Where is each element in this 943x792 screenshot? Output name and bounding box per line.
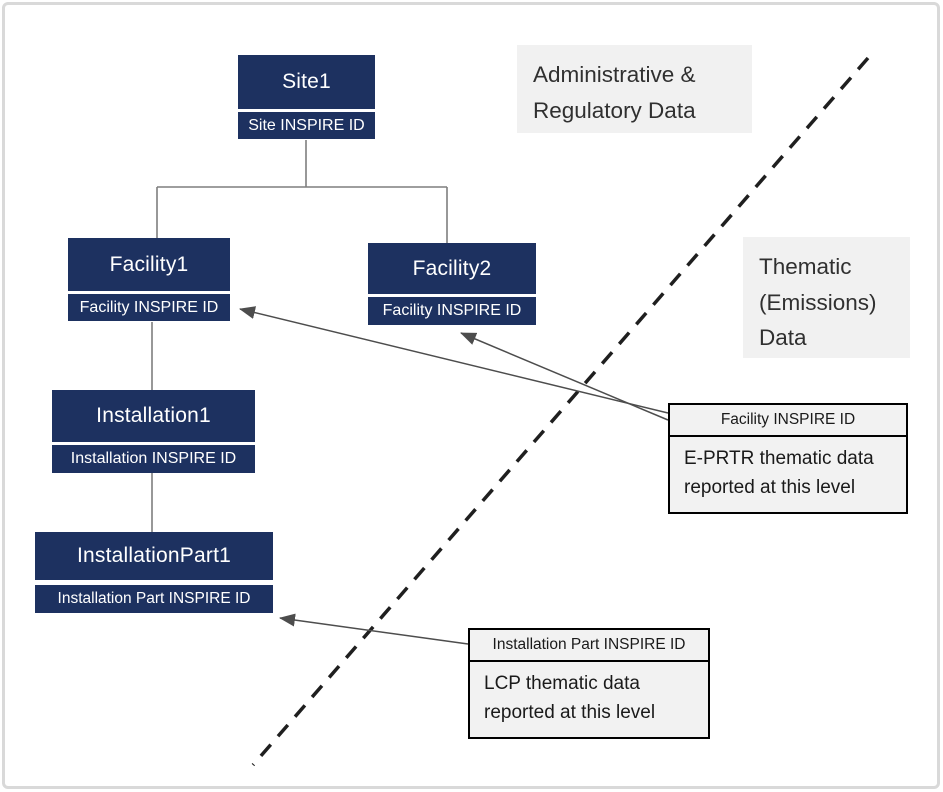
node-installation-part1-inspire-id-bar: Installation Part INSPIRE ID (35, 585, 273, 613)
node-facility1-inspire-id-bar: Facility INSPIRE ID (68, 294, 230, 321)
node-installation-part1-title: InstallationPart1 (35, 532, 273, 580)
node-installation-part1: InstallationPart1 Installation Part INSP… (35, 532, 273, 613)
callout-lcp-header: Installation Part INSPIRE ID (470, 630, 708, 662)
node-installation1-title: Installation1 (52, 390, 255, 442)
node-facility2-title: Facility2 (368, 243, 536, 294)
callout-eprtr: Facility INSPIRE ID E-PRTR thematic data… (668, 403, 908, 514)
node-installation1-inspire-id-bar: Installation INSPIRE ID (52, 445, 255, 473)
region-label-thematic: Thematic (Emissions) Data (743, 237, 910, 358)
node-facility2-inspire-id-bar: Facility INSPIRE ID (368, 297, 536, 325)
node-facility1-title: Facility1 (68, 238, 230, 291)
node-site1-inspire-id-bar: Site INSPIRE ID (238, 112, 375, 139)
callout-lcp: Installation Part INSPIRE ID LCP themati… (468, 628, 710, 739)
region-label-administrative: Administrative & Regulatory Data (517, 45, 752, 133)
node-site1: Site1 Site INSPIRE ID (238, 55, 375, 139)
callout-eprtr-header: Facility INSPIRE ID (670, 405, 906, 437)
callout-lcp-body: LCP thematic data reported at this level (484, 673, 656, 723)
node-installation1: Installation1 Installation INSPIRE ID (52, 390, 255, 473)
callout-eprtr-body: E-PRTR thematic data reported at this le… (684, 448, 874, 498)
node-facility2: Facility2 Facility INSPIRE ID (368, 243, 536, 325)
node-facility1: Facility1 Facility INSPIRE ID (68, 238, 230, 321)
node-site1-title: Site1 (238, 55, 375, 109)
